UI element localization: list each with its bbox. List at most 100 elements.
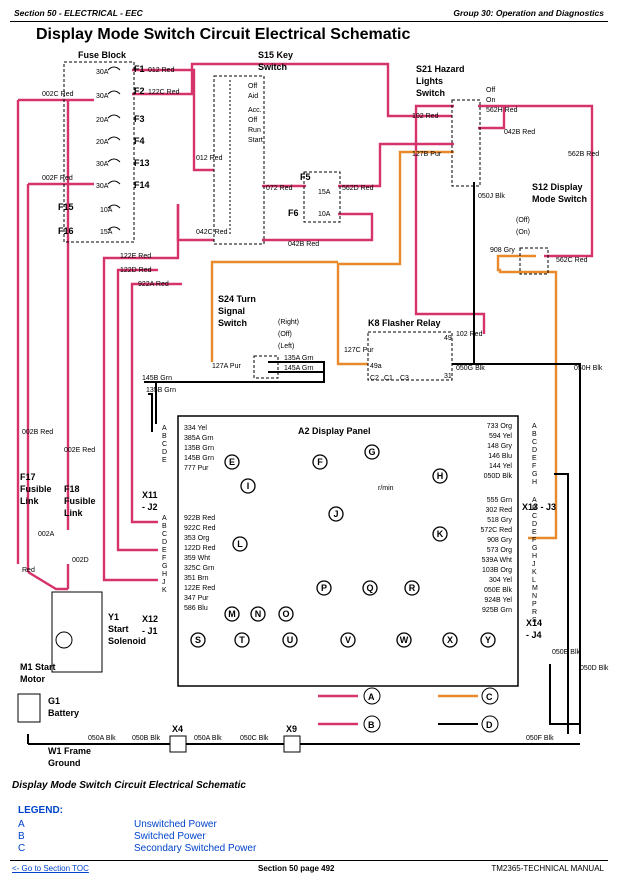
label-127c: 127C Pur bbox=[344, 347, 374, 354]
svg-text:49a: 49a bbox=[370, 363, 382, 370]
indicator-label-s: S bbox=[195, 635, 201, 645]
svg-text:A2 Display Panel: A2 Display Panel bbox=[298, 426, 371, 436]
wire-012 bbox=[132, 68, 214, 172]
svg-text:A: A bbox=[368, 692, 375, 702]
svg-text:122C Red: 122C Red bbox=[148, 89, 180, 96]
indicator-label-o: O bbox=[282, 609, 289, 619]
x14-wire-0: 555 Grn bbox=[487, 497, 512, 504]
x12-pin-4: E bbox=[162, 547, 167, 554]
svg-text:F4: F4 bbox=[134, 136, 145, 146]
label-042b-hazard: 042B Red bbox=[504, 129, 535, 136]
svg-text:- J1: - J1 bbox=[142, 626, 158, 636]
x14-wire-10: 924B Yel bbox=[484, 597, 512, 604]
x14-pin-9: K bbox=[532, 569, 537, 576]
x14-pin-1: B bbox=[532, 505, 537, 512]
svg-text:31: 31 bbox=[444, 373, 452, 380]
wire-042b-hazard bbox=[478, 106, 506, 130]
fuse-f16: 15A F16 bbox=[58, 226, 121, 236]
svg-text:Motor: Motor bbox=[20, 674, 45, 684]
gauge-unit: r/min bbox=[378, 485, 394, 492]
x11-wire-0: 334 Yel bbox=[184, 425, 207, 432]
x13-wire-4: 144 Yel bbox=[489, 463, 512, 470]
x14-wire-4: 908 Gry bbox=[487, 537, 512, 544]
indicator-label-y: Y bbox=[485, 635, 491, 645]
label-002d: 002D bbox=[72, 557, 89, 564]
svg-text:S15 Key: S15 Key bbox=[258, 50, 293, 60]
x14-wire-3: 572C Red bbox=[480, 527, 512, 534]
svg-text:F1: F1 bbox=[134, 64, 145, 74]
svg-text:20A: 20A bbox=[96, 117, 109, 124]
svg-text:C3: C3 bbox=[400, 375, 409, 382]
g1-battery: G1 Battery bbox=[17, 693, 79, 723]
k8-flasher-relay: K8 Flasher Relay 49a 49 31 C2 C1 C3 bbox=[367, 318, 453, 382]
x11-pin-0: A bbox=[162, 425, 167, 432]
label-050a: 050A Blk bbox=[88, 735, 116, 742]
x11-pin-1: B bbox=[162, 433, 167, 440]
legend-title: LEGEND: bbox=[18, 805, 63, 816]
svg-text:F16: F16 bbox=[58, 226, 74, 236]
indicator-h bbox=[432, 468, 448, 484]
manual-name: TM2365-TECHNICAL MANUAL bbox=[491, 864, 604, 873]
label-102: 102 Red bbox=[412, 113, 439, 120]
indicator-label-q: Q bbox=[366, 583, 373, 593]
wire-135b bbox=[148, 393, 153, 432]
x12-wire-0: 922B Red bbox=[184, 515, 215, 522]
svg-text:Link: Link bbox=[64, 508, 83, 518]
label-102-k8: 102 Red bbox=[456, 331, 483, 338]
label-562h: 562H Red bbox=[486, 107, 518, 114]
section-toc-link[interactable]: <- Go to Section TOC bbox=[12, 864, 89, 873]
label-red: Red bbox=[22, 567, 35, 574]
x14-wire-11: 925B Grn bbox=[482, 607, 512, 614]
svg-text:Fusible: Fusible bbox=[20, 484, 52, 494]
indicator-j bbox=[328, 506, 344, 522]
indicator-label-k: K bbox=[437, 529, 444, 539]
wire-122c bbox=[132, 62, 452, 118]
schematic-diagram: Fuse Block 30A F1 012 Red 30A F2 122C Re… bbox=[16, 50, 609, 768]
svg-text:F15: F15 bbox=[58, 202, 74, 212]
svg-text:Acc.: Acc. bbox=[248, 107, 262, 114]
x4-splice: X4 bbox=[169, 724, 187, 753]
page-number: Section 50 page 492 bbox=[258, 864, 335, 873]
x12-pin-8: J bbox=[162, 579, 166, 586]
indicator-p bbox=[316, 580, 332, 596]
wire-127a bbox=[210, 260, 338, 362]
x12-pin-6: G bbox=[162, 563, 167, 570]
svg-text:012 Red: 012 Red bbox=[148, 67, 175, 74]
svg-text:F5: F5 bbox=[300, 172, 311, 182]
label-562b: 562B Red bbox=[568, 151, 599, 158]
indicator-m bbox=[224, 606, 240, 622]
svg-text:15A: 15A bbox=[318, 189, 331, 196]
page-title: Display Mode Switch Circuit Electrical S… bbox=[36, 26, 411, 43]
fuse-f3: 20A F3 bbox=[96, 114, 145, 124]
svg-text:F14: F14 bbox=[134, 180, 150, 190]
x12-wire-4: 359 Wht bbox=[184, 555, 210, 562]
indicator-label-x: X bbox=[447, 635, 453, 645]
label-135b: 135B Grn bbox=[146, 387, 176, 394]
x14-wire-6: 539A Wht bbox=[482, 557, 512, 564]
x14-pin-12: N bbox=[532, 593, 537, 600]
x13-wire-3: 146 Blu bbox=[488, 453, 512, 460]
label-145a: 145A Grn bbox=[284, 365, 314, 372]
f5-f6-fuses: F5 15A F6 10A bbox=[288, 171, 341, 223]
x12-pin-7: H bbox=[162, 571, 167, 578]
x11-wire-2: 135B Grn bbox=[184, 445, 214, 452]
svg-text:Solenoid: Solenoid bbox=[108, 636, 146, 646]
x14-pin-13: P bbox=[532, 601, 537, 608]
indicator-u bbox=[282, 632, 298, 648]
indicator-k bbox=[432, 526, 448, 542]
x13-wire-0: 733 Org bbox=[487, 423, 512, 430]
x14-pin-0: A bbox=[532, 497, 537, 504]
svg-text:X12: X12 bbox=[142, 614, 158, 624]
diagram-legend: A B C D bbox=[363, 687, 499, 733]
x14-pin-11: M bbox=[532, 585, 538, 592]
wire-908 bbox=[496, 254, 558, 540]
wire-562h bbox=[478, 104, 594, 258]
x12-wire-6: 351 Brn bbox=[184, 575, 209, 582]
x13-pin-0: A bbox=[532, 423, 537, 430]
svg-text:S21 Hazard: S21 Hazard bbox=[416, 64, 465, 74]
